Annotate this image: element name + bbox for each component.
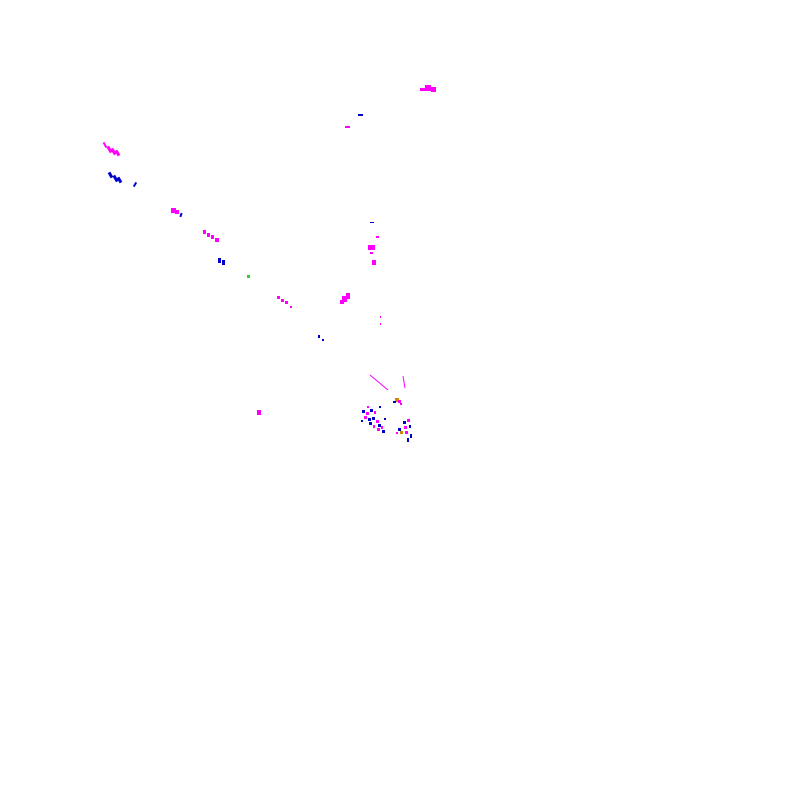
map-feature: [409, 425, 411, 428]
map-feature: [372, 417, 375, 420]
map-feature: [132, 181, 138, 188]
map-feature: [171, 208, 176, 213]
map-feature: [393, 401, 396, 403]
map-feature: [370, 252, 373, 254]
map-feature: [395, 398, 399, 402]
map-feature: [107, 171, 114, 179]
map-feature: [405, 431, 408, 434]
map-feature: [398, 428, 401, 431]
map-feature: [112, 174, 119, 183]
map-feature: [207, 233, 210, 237]
map-feature: [367, 406, 369, 408]
map-feature: [376, 236, 379, 238]
map-feature: [370, 222, 374, 223]
map-feature: [281, 299, 284, 302]
map-feature: [368, 418, 371, 421]
map-feature: [215, 238, 219, 242]
map-feature: [290, 306, 292, 308]
map-feature: [410, 434, 412, 438]
map-feature: [179, 212, 183, 218]
map-feature: [377, 428, 380, 431]
map-feature: [376, 420, 379, 423]
map-feature: [318, 335, 320, 338]
map-feature: [400, 431, 403, 434]
map-feature: [369, 422, 372, 425]
map-feature: [407, 438, 409, 442]
map-feature: [322, 339, 324, 341]
map-feature: [382, 430, 385, 433]
map-feature: [116, 176, 123, 184]
map-feature: [175, 210, 179, 214]
map-feature: [370, 409, 373, 412]
map-feature: [218, 258, 221, 263]
map-feature: [378, 424, 381, 427]
map-feature: [345, 126, 350, 128]
map-feature: [114, 149, 121, 157]
map-feature: [398, 400, 401, 403]
map-feature: [373, 425, 375, 428]
map-feature: [425, 85, 431, 91]
map-feature: [203, 230, 206, 234]
map-line-feature: [369, 374, 389, 391]
map-feature: [368, 245, 375, 250]
map-feature: [400, 403, 402, 405]
map-feature: [403, 421, 406, 424]
map-feature: [106, 145, 113, 154]
map-feature: [379, 406, 381, 408]
map-feature: [346, 293, 350, 299]
map-feature: [364, 416, 367, 419]
map-feature: [396, 432, 398, 434]
map-feature: [431, 87, 436, 92]
map-line-feature: [402, 375, 406, 389]
map-feature: [277, 296, 280, 299]
map-feature: [257, 410, 261, 415]
map-feature: [358, 114, 363, 116]
map-feature: [380, 323, 381, 325]
map-feature: [362, 410, 365, 413]
map-feature: [407, 419, 410, 422]
map-feature: [110, 147, 117, 156]
map-feature: [366, 412, 369, 415]
map-feature: [404, 426, 407, 429]
map-feature: [102, 141, 108, 149]
map-feature: [247, 275, 250, 278]
map-feature: [361, 420, 363, 422]
map-feature: [380, 316, 381, 318]
map-feature: [222, 260, 225, 265]
map-feature: [374, 411, 376, 414]
map-feature: [372, 260, 376, 265]
map-feature: [381, 426, 383, 429]
map-feature: [340, 300, 344, 304]
map-feature: [211, 235, 214, 239]
map-feature: [384, 418, 386, 420]
map-feature: [285, 301, 288, 304]
map-feature: [342, 296, 347, 302]
